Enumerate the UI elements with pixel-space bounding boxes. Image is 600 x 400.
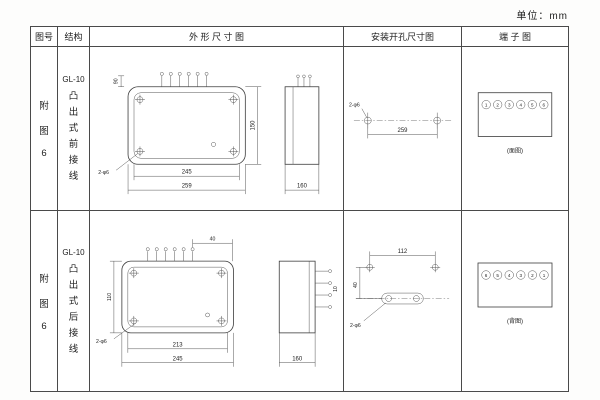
terminal-drawing-row2: 6 5 4 3 2 1 (背图) [462,211,568,391]
dim-outer-width: 259 [182,184,193,190]
structure-char: 凸 [68,263,79,275]
relay-front-view: 40 110 213 245 2-φ6 [96,237,234,367]
dim-inner-width: 213 [173,342,184,348]
header-outline: 外 形 尺 寸 图 [90,27,344,47]
dimension-lines [279,332,316,367]
header-mounting: 安装开孔尺寸图 [344,27,462,47]
header-structure: 结构 [58,27,90,47]
structure-char: 接 [68,327,79,339]
hole-note: 2-φ6 [350,323,361,329]
header-terminal: 端 子 图 [462,27,568,47]
side-terminal-studs [296,74,312,87]
dim-top-height: 90 [114,78,120,84]
dimension-lines [284,164,320,195]
structure-char: 凸 [68,91,79,102]
terminal-number: 2 [531,273,534,278]
dim-hole-span: 259 [398,128,409,134]
hole-note: 2-φ6 [96,339,107,345]
mounting-front-wiring-svg: 259 2-φ6 [349,103,452,139]
structure-row1: GL-10 凸 出 式 前 接 线 [58,47,90,211]
terminal-number: 3 [520,273,523,278]
terminal-number: 1 [485,103,488,108]
hole-note: 2-φ6 [349,103,360,109]
mounting-ear-holes [135,94,239,157]
fig-number-row2: 附 图 6 [31,211,58,391]
terminal-number: 6 [543,103,546,108]
terminal-number: 6 [485,273,488,278]
dimension-lines [109,239,234,367]
outline-front-wiring-svg: 245 259 150 90 2-φ6 [98,71,320,195]
outline-rear-wiring-svg: 40 110 213 245 2-φ6 [96,237,339,367]
dim-side-width: 160 [297,184,308,190]
terminal-studs-top [159,71,209,87]
outline-drawing-row1: 245 259 150 90 2-φ6 [90,47,344,211]
dim-outer-width: 245 [173,356,184,362]
mounting-holes [361,108,441,139]
dim-stud-length: 10 [333,286,339,292]
terminal-number: 4 [508,273,511,278]
rear-terminal-studs [315,269,332,309]
dim-height: 150 [250,120,256,131]
dim-top-width: 40 [210,237,216,243]
view-label: (背图) [507,317,523,325]
structure-char: 出 [68,107,79,118]
terminal-number: 5 [531,103,534,108]
hole-note: 2-φ6 [98,170,109,176]
terminal-number: 2 [496,103,499,108]
structure-char: 线 [68,171,79,182]
mounting-ear-holes [128,268,227,326]
model-label: GL-10 [62,247,85,257]
fig-char: 6 [41,148,47,159]
view-label: (面图) [507,147,523,154]
mounting-rear-wiring-svg: 112 40 2-φ6 [350,249,450,329]
terminal-circles [481,100,549,110]
header-fig-no: 图号 [31,27,58,47]
fig-char: 附 [39,101,49,112]
terminal-number: 4 [519,103,522,108]
terminal-number: 5 [496,273,499,278]
terminal-diagram-rear-svg: 6 5 4 3 2 1 (背图) [477,262,553,325]
relay-side-view: 10 160 [278,260,339,367]
relay-front-view: 245 259 150 90 2-φ6 [98,71,262,195]
terminal-number: 1 [543,273,546,278]
dim-height: 110 [107,293,113,301]
mounting-drawing-row2: 112 40 2-φ6 [344,211,462,391]
terminal-circles [481,270,549,280]
terminal-number: 3 [508,103,511,108]
structure-char: 后 [68,311,79,323]
model-label: GL-10 [62,75,85,84]
fig-char: 图 [39,298,49,310]
fig-char: 6 [41,320,47,332]
fig-char: 附 [39,273,49,285]
outline-drawing-row2: 40 110 213 245 2-φ6 [90,211,344,391]
structure-char: 式 [68,123,79,134]
structure-char: 线 [68,343,79,355]
spec-table: 图号 结构 外 形 尺 寸 图 安装开孔尺寸图 端 子 图 附 图 6 GL-1… [30,26,569,392]
terminal-diagram-front-svg: 1 2 3 4 5 6 (面图) [477,92,553,154]
structure-char: 前 [68,139,79,150]
relay-side-view: 160 [284,74,320,195]
dimension-lines [115,75,262,195]
terminal-studs-top [145,247,195,262]
fig-number-row1: 附 图 6 [31,47,58,211]
dim-offset: 40 [353,282,359,288]
terminal-drawing-row1: 1 2 3 4 5 6 (面图) [462,47,568,211]
structure-row2: GL-10 凸 出 式 后 接 线 [58,211,90,391]
wiring-slot [355,267,424,322]
mounting-holes [364,251,441,273]
dim-inner-width: 245 [182,170,193,176]
dim-side-width: 160 [292,356,303,362]
dim-hole-span: 112 [398,249,407,255]
unit-label: 单位：mm [516,11,568,22]
mounting-drawing-row1: 259 2-φ6 [344,47,462,211]
structure-char: 出 [68,279,79,291]
structure-char: 接 [68,155,79,166]
fig-char: 图 [39,126,49,137]
structure-char: 式 [68,295,79,307]
